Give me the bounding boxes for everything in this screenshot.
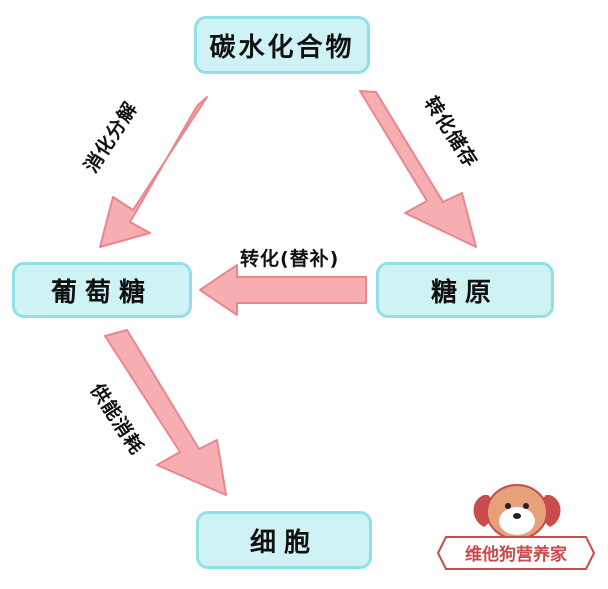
node-cell: 细胞	[196, 511, 372, 569]
logo-eye-left-icon	[505, 503, 511, 509]
node-glycogen: 糖原	[376, 262, 554, 318]
node-glucose: 葡萄糖	[12, 262, 192, 318]
watermark-text: 维他狗营养家	[465, 544, 567, 565]
logo-eye-right-icon	[523, 503, 529, 509]
arrow-carb-to-glucose	[99, 96, 208, 248]
logo-dog-face-icon	[499, 507, 535, 535]
arrow-carb-to-glycogen-shape	[359, 90, 477, 248]
arrow-glycogen-to-glucose	[199, 264, 367, 316]
edge-label-glycogen-to-glucose: 转化(替补)	[240, 248, 340, 270]
arrow-glucose-to-cell-shape	[104, 329, 227, 496]
arrow-carb-to-glucose-shape	[99, 96, 208, 248]
logo-ribbon-icon	[436, 536, 596, 570]
arrow-glucose-to-cell	[104, 329, 227, 496]
watermark-logo: 维他狗营养家	[436, 484, 596, 570]
arrow-carb-to-glycogen	[359, 90, 477, 248]
arrow-glycogen-to-glucose-shape	[199, 264, 367, 316]
logo-nose-icon	[513, 513, 521, 519]
node-carbohydrate: 碳水化合物	[194, 16, 370, 74]
